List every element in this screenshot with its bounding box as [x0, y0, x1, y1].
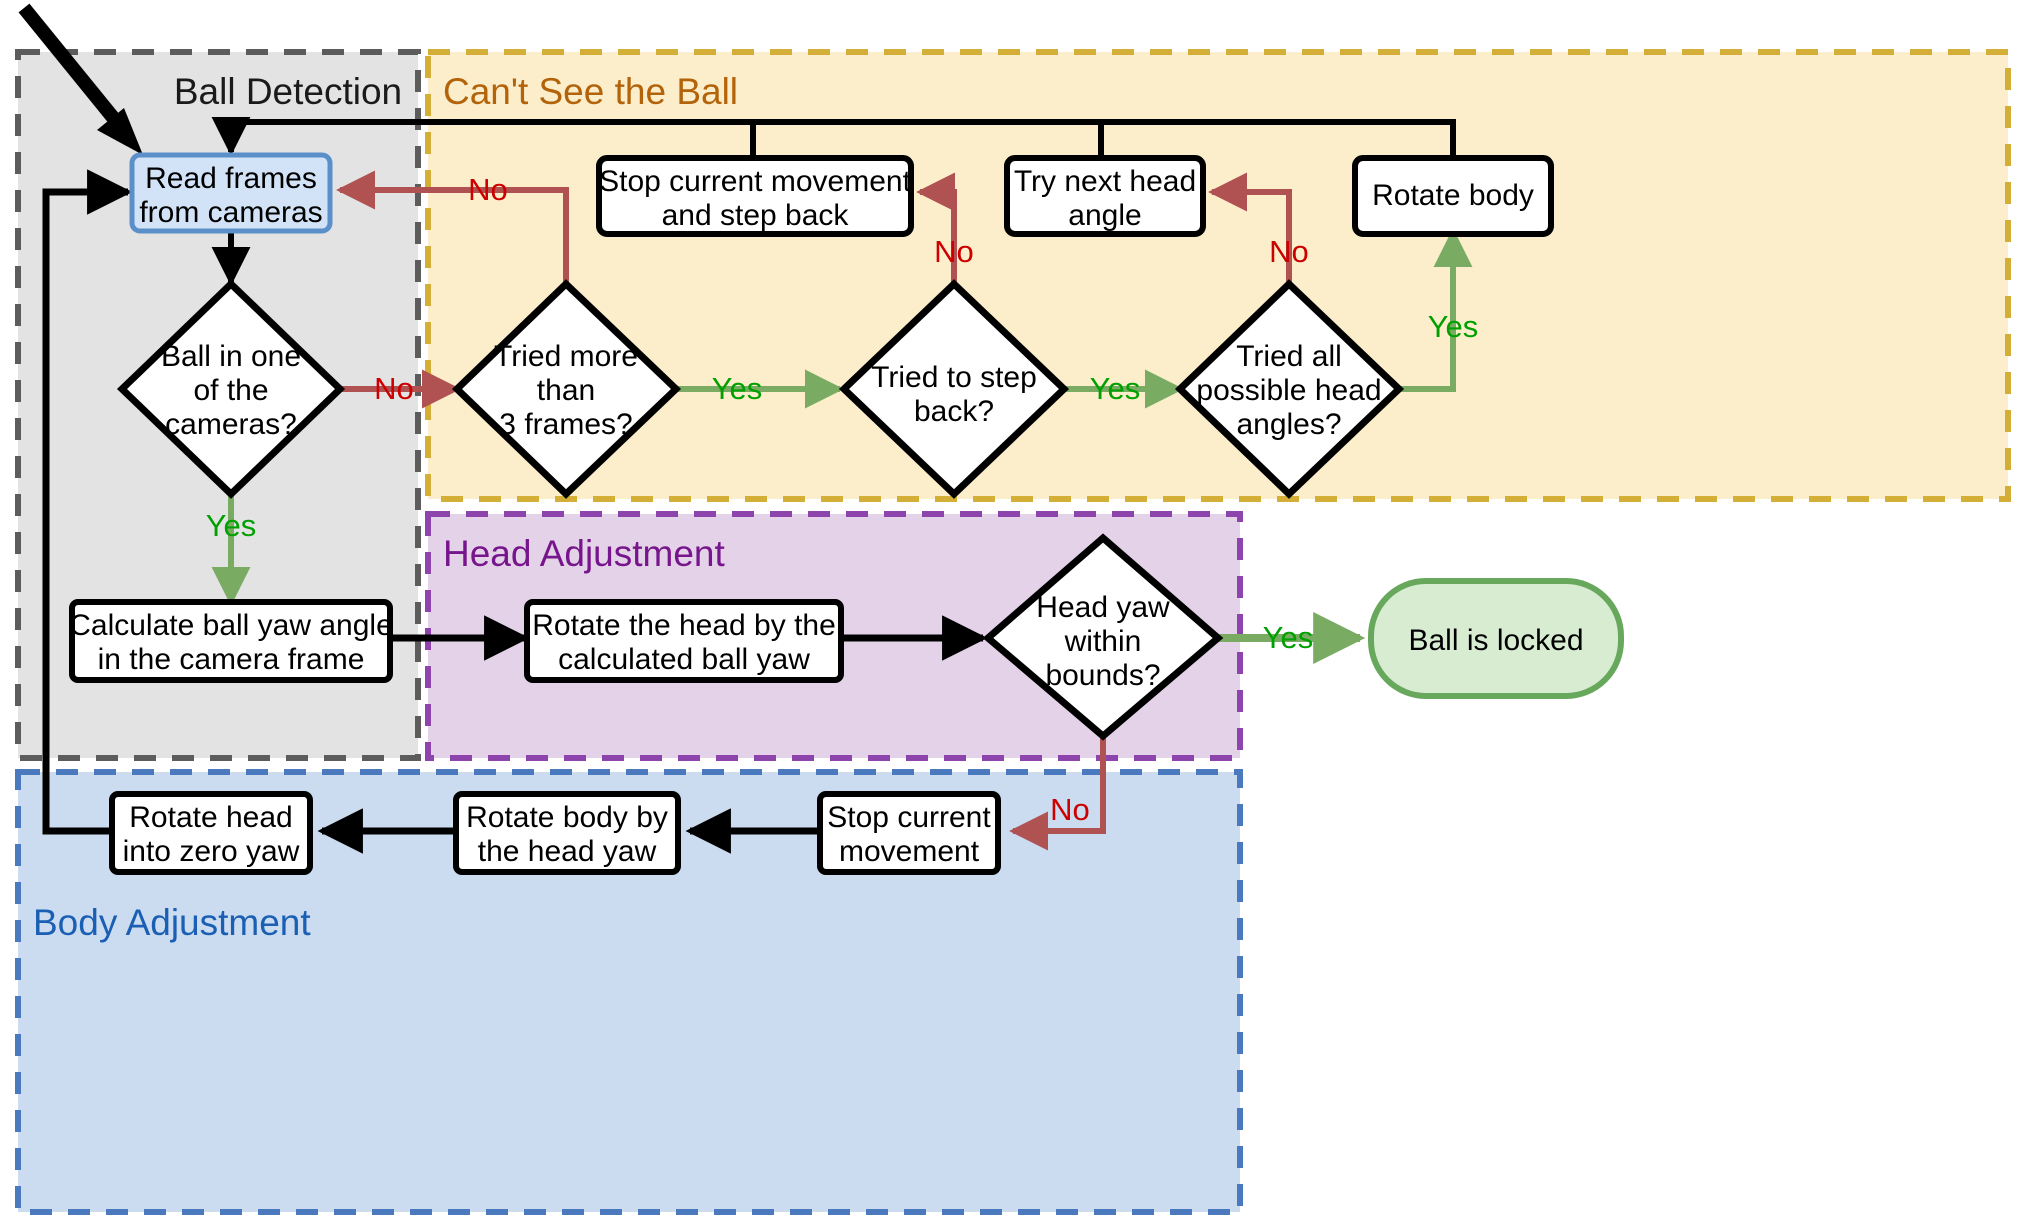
edge-yes-triedstepback: Yes: [1064, 369, 1184, 409]
edge-yes-tried3frames: Yes: [676, 369, 844, 409]
node-ball-is-locked[interactable]: Ball is locked: [1368, 578, 1624, 699]
node-label-ball-in-cameras-l3: cameras?: [165, 408, 297, 441]
node-rotate-head-by-yaw[interactable]: Rotate the head by the calculated ball y…: [524, 599, 844, 683]
edge-label-yes: Yes: [1263, 620, 1314, 655]
edge-label-no: No: [934, 234, 974, 269]
entry-arrow: [18, 3, 143, 155]
edge-label-no: No: [468, 172, 508, 207]
node-label-triedall-l1: Tried all: [1236, 340, 1342, 373]
node-ball-in-cameras[interactable]: Ball in one of the cameras?: [116, 279, 346, 499]
node-label-calcyaw-l1: Calculate ball yaw angle: [69, 609, 393, 642]
node-label-triedall-l3: angles?: [1236, 408, 1341, 441]
node-label-tried3-l1: Tried more: [494, 340, 638, 373]
edge-label-yes: Yes: [1428, 309, 1479, 344]
node-label-trynext-l2: angle: [1068, 199, 1141, 232]
node-tried-more-than-3-frames[interactable]: Tried more than 3 frames?: [451, 279, 682, 499]
edge-top-return-bus: [211, 116, 1456, 158]
edge-yes-headyawbounds: Yes: [1218, 612, 1366, 664]
edge-label-yes: Yes: [1090, 371, 1141, 406]
node-label-calcyaw-l2: in the camera frame: [98, 643, 365, 676]
node-label-rotatebody: Rotate body: [1372, 179, 1534, 212]
node-label-triedall-l2: possible head: [1196, 374, 1381, 407]
node-label-headyawbounds-l3: bounds?: [1045, 659, 1160, 692]
group-title-body-adjustment: Body Adjustment: [33, 902, 311, 943]
node-rotate-body-by-head-yaw[interactable]: Rotate body by the head yaw: [453, 791, 681, 875]
node-label-tried3-l2: than: [537, 374, 595, 407]
node-stop-current-movement[interactable]: Stop current movement: [817, 791, 1001, 875]
edge-label-yes: Yes: [206, 508, 257, 543]
node-label-stopstep-l2: and step back: [662, 199, 850, 232]
node-label-rotbodyyaw-l2: the head yaw: [478, 835, 657, 868]
edge-label-yes: Yes: [712, 371, 763, 406]
node-rotate-body[interactable]: Rotate body: [1352, 155, 1554, 237]
node-label-rotbodyyaw-l1: Rotate body by: [466, 801, 668, 834]
node-label-stopstep-l1: Stop current movement: [599, 165, 911, 198]
edge-yes-ballincameras: Yes: [206, 496, 257, 606]
edge-no-headyawbounds: No: [1009, 733, 1106, 851]
edge-label-no: No: [1050, 792, 1090, 827]
node-head-yaw-within-bounds[interactable]: Head yaw within bounds?: [982, 533, 1224, 741]
edge-label-no: No: [374, 371, 414, 406]
node-label-ball-in-cameras-l1: Ball in one: [161, 340, 301, 373]
node-label-tried3-l3: 3 frames?: [499, 408, 632, 441]
node-label-trynext-l1: Try next head: [1014, 165, 1196, 198]
node-calculate-ball-yaw[interactable]: Calculate ball yaw angle in the camera f…: [69, 599, 393, 683]
node-label-rotheadzero-l2: into zero yaw: [123, 835, 300, 868]
node-label-headyawbounds-l1: Head yaw: [1036, 591, 1170, 624]
node-label-ballislocked: Ball is locked: [1408, 624, 1583, 657]
edge-yes-triedallheadangles: Yes: [1399, 228, 1479, 392]
node-rotate-head-zero-yaw[interactable]: Rotate head into zero yaw: [109, 791, 313, 875]
node-label-read-frames-l1: Read frames: [145, 162, 317, 195]
node-label-headyawbounds-l2: within: [1064, 625, 1142, 658]
node-label-stopmove-l2: movement: [839, 835, 980, 868]
edge-no-triedstepback: No: [916, 172, 974, 282]
node-label-rotheadyaw-l1: Rotate the head by the: [532, 609, 836, 642]
node-stop-current-movement-step-back[interactable]: Stop current movement and step back: [596, 155, 914, 237]
node-read-frames[interactable]: Read frames from cameras: [129, 152, 333, 234]
node-try-next-head-angle[interactable]: Try next head angle: [1004, 155, 1206, 237]
edge-no-ballincameras: No: [340, 369, 461, 409]
node-label-stopmove-l1: Stop current: [827, 801, 991, 834]
node-tried-to-step-back[interactable]: Tried to step back?: [838, 279, 1070, 499]
node-tried-all-head-angles[interactable]: Tried all possible head angles?: [1174, 279, 1405, 499]
group-title-head-adjustment: Head Adjustment: [443, 533, 726, 574]
node-label-triedstepback-l1: Tried to step: [871, 361, 1037, 394]
group-title-cant-see-ball: Can't See the Ball: [443, 71, 738, 112]
node-label-rotheadzero-l1: Rotate head: [129, 801, 292, 834]
edge-label-no: No: [1269, 234, 1309, 269]
node-label-triedstepback-l2: back?: [914, 395, 994, 428]
node-label-read-frames-l2: from cameras: [139, 196, 322, 229]
edge-no-tried3frames: No: [336, 170, 569, 282]
node-label-ball-in-cameras-l2: of the: [193, 374, 268, 407]
edge-rotateheadzero-to-readframes: [42, 169, 133, 835]
node-label-rotheadyaw-l2: calculated ball yaw: [558, 643, 810, 676]
group-title-ball-detection: Ball Detection: [174, 71, 402, 112]
edge-no-triedallheadangles: No: [1208, 172, 1309, 282]
